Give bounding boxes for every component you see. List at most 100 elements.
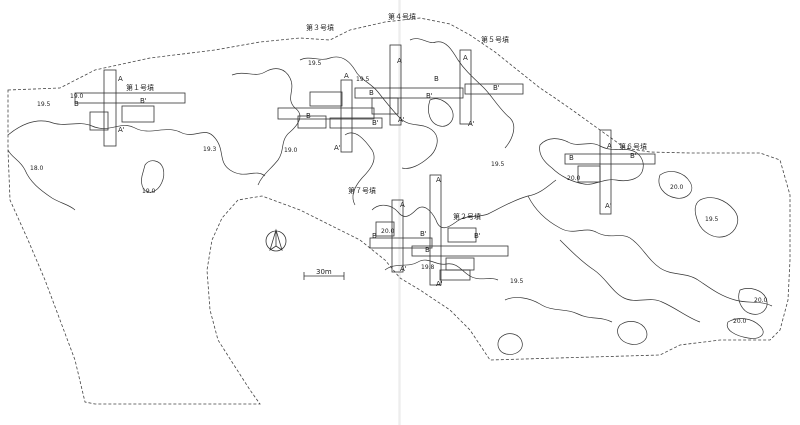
trenches — [74, 44, 656, 286]
contour-value: 19.5 — [705, 216, 719, 223]
mound-label: 第６号墳 — [619, 142, 647, 151]
contour-lines — [7, 38, 773, 355]
trench-rect — [439, 269, 471, 281]
contour-line — [738, 288, 768, 315]
section-label-b-prime: B' — [140, 97, 147, 105]
section-label-a-prime: A' — [400, 265, 407, 273]
contour-line — [141, 160, 165, 193]
contour-value-labels: 19.5 19.0 19.3 18.0 19.0 19.5 19.5 19.0 … — [30, 60, 768, 325]
trench-rect — [89, 111, 109, 131]
contour-value: 20.0 — [381, 228, 395, 235]
contour-value: 19.5 — [510, 278, 524, 285]
contour-line — [658, 171, 693, 199]
contour-value: 19.8 — [421, 264, 435, 271]
section-label-b-prime: B' — [630, 152, 637, 160]
contour-line — [231, 68, 301, 186]
contour-value: 19.5 — [356, 76, 370, 83]
trench-rect — [103, 69, 117, 147]
contour-line — [504, 297, 613, 323]
mound-label: 第３号墳 — [306, 23, 334, 32]
section-label-a-prime: A' — [334, 144, 341, 152]
section-label-a: A — [607, 142, 612, 150]
trench-rect — [329, 117, 383, 129]
contour-value: 19.0 — [70, 93, 84, 100]
trench-rect — [340, 79, 353, 153]
north-arrow-icon — [265, 228, 287, 252]
trench-rect — [309, 91, 343, 107]
trench-rect — [459, 49, 472, 125]
trench-rect — [369, 237, 433, 249]
trench-rect — [429, 174, 442, 286]
section-label-a-prime: A' — [436, 280, 443, 288]
mound-label: 第５号墳 — [481, 35, 509, 44]
trench-rect — [577, 165, 601, 183]
trench-rect — [464, 83, 524, 95]
section-label-b: B — [369, 89, 374, 97]
section-label-a: A — [400, 201, 405, 209]
contour-value: 20.0 — [670, 184, 684, 191]
section-label-a: A — [397, 57, 402, 65]
contour-value: 19.0 — [284, 147, 298, 154]
section-label-a-prime: A' — [605, 202, 612, 210]
contour-value: 18.0 — [30, 165, 44, 172]
contour-line — [7, 149, 76, 211]
contour-line — [428, 98, 454, 127]
section-label-a: A — [118, 75, 123, 83]
contour-line — [344, 132, 375, 206]
survey-boundary — [7, 17, 791, 405]
trench-rect — [389, 44, 402, 126]
mound-label: 第７号墳 — [348, 186, 376, 195]
section-label-b: B — [434, 75, 439, 83]
section-label-b: B — [372, 232, 377, 240]
contour-line — [694, 197, 738, 238]
contour-value: 20.0 — [567, 175, 581, 182]
trench-rect — [411, 245, 509, 257]
contour-value: 19.5 — [37, 101, 51, 108]
contour-line — [539, 138, 644, 185]
contour-line — [371, 179, 557, 229]
mound-label: 第１号墳 — [126, 83, 154, 92]
contour-value: 19.5 — [491, 161, 505, 168]
mound-label: 第２号墳 — [453, 212, 481, 221]
section-label-a: A — [344, 72, 349, 80]
section-label-a-prime: A' — [118, 126, 125, 134]
section-label-a-prime: A' — [468, 120, 475, 128]
contour-value: 19.0 — [142, 188, 156, 195]
contour-line — [559, 239, 701, 323]
section-label-a: A — [463, 54, 468, 62]
section-label-b-prime: B' — [420, 230, 427, 238]
contour-value: 20.0 — [733, 318, 747, 325]
scale-bar: 30m — [303, 268, 345, 280]
section-label-a: A — [436, 176, 441, 184]
contour-value: 20.0 — [754, 297, 768, 304]
contour-value: 19.5 — [308, 60, 322, 67]
trench-rect — [371, 97, 399, 115]
mound-label: 第４号墳 — [388, 12, 416, 21]
section-label-b: B — [425, 246, 430, 254]
contour-line — [299, 56, 438, 169]
trench-rect — [297, 115, 327, 129]
section-label-b: B — [74, 100, 79, 108]
trench-rect — [564, 153, 656, 165]
section-labels: A A' B B' A A' B B' A A' B B' A A' B B' … — [74, 54, 637, 288]
contour-line — [497, 333, 523, 355]
section-label-b-prime: B' — [474, 232, 481, 240]
contour-line — [617, 321, 648, 345]
section-label-b: B — [569, 154, 574, 162]
section-label-a-prime: A' — [398, 116, 405, 124]
section-label-b-prime: B' — [426, 92, 433, 100]
contour-line — [527, 195, 773, 307]
contour-value: 19.3 — [203, 146, 217, 153]
section-label-b-prime: B' — [493, 84, 500, 92]
trench-rect — [354, 87, 464, 99]
trench-rect — [74, 92, 186, 104]
section-label-b: B — [306, 112, 311, 120]
section-label-b-prime: B' — [372, 119, 379, 127]
trench-rect — [121, 105, 155, 123]
trench-rect — [375, 221, 395, 237]
contour-line — [726, 318, 764, 339]
mound-labels: 第１号墳 第２号墳 第３号墳 第４号墳 第５号墳 第６号墳 第７号墳 — [126, 12, 647, 221]
trench-rect — [447, 227, 477, 243]
page-fold — [398, 0, 401, 425]
